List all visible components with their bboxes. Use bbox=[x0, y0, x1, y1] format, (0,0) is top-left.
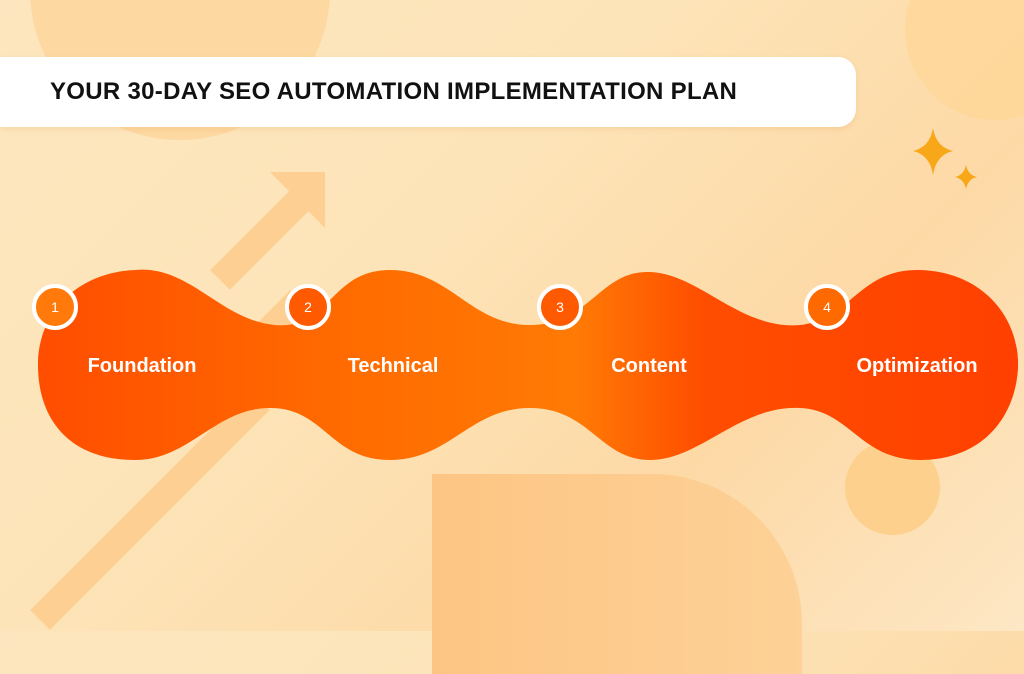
step-number-badge: 3 bbox=[537, 284, 583, 330]
step-label-optimization: Optimization bbox=[856, 355, 978, 377]
bg-circle-top-right bbox=[905, 0, 1024, 120]
step-number-badge: 1 bbox=[32, 284, 78, 330]
step-number-badge: 2 bbox=[285, 284, 331, 330]
step-label-content: Content bbox=[611, 355, 687, 377]
sparkle-icon bbox=[913, 128, 977, 189]
bg-rounded-block bbox=[432, 474, 802, 674]
step-label-technical: Technical bbox=[347, 355, 439, 377]
page-title: YOUR 30-DAY SEO AUTOMATION IMPLEMENTATIO… bbox=[50, 78, 738, 105]
step-number-badge: 4 bbox=[804, 284, 850, 330]
timeline-blob bbox=[38, 269, 1019, 460]
title-card: YOUR 30-DAY SEO AUTOMATION IMPLEMENTATIO… bbox=[0, 57, 856, 127]
step-label-foundation: Foundation bbox=[87, 355, 197, 377]
